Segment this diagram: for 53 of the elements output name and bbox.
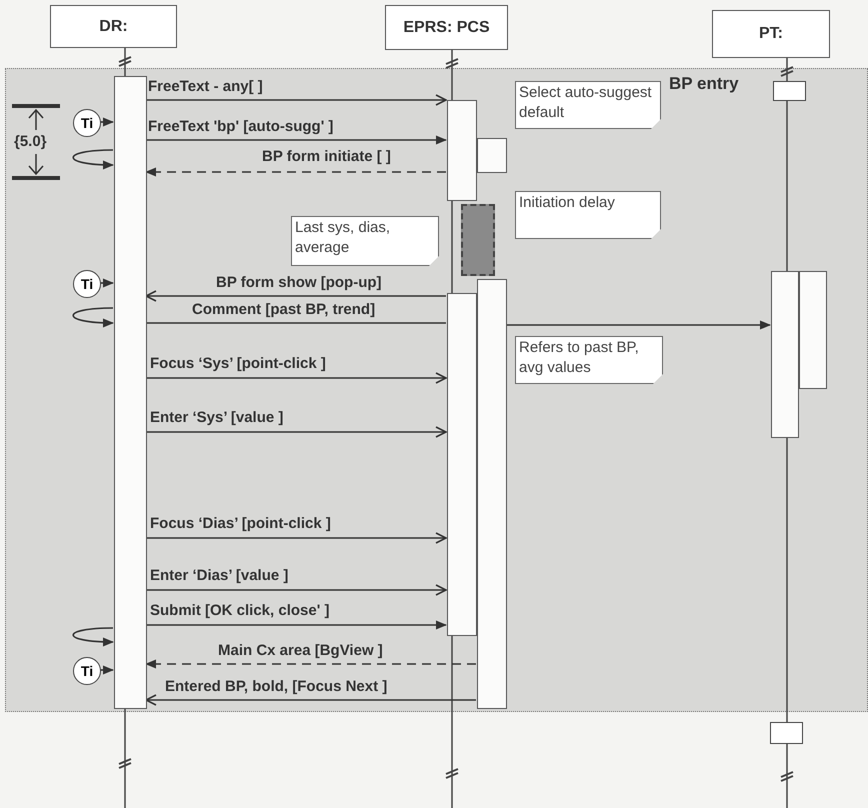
frame-box — [5, 68, 868, 712]
activation-bar — [447, 293, 477, 636]
activation-box — [770, 722, 803, 744]
activation-bar — [477, 138, 507, 173]
message-label: Comment [past BP, trend] — [192, 301, 376, 318]
activation-bar — [447, 100, 477, 201]
message-label: Main Cx area [BgView ] — [218, 642, 383, 659]
timer-circle: Ti — [73, 109, 101, 137]
activation-bar — [799, 271, 827, 389]
activation-bar — [477, 279, 507, 709]
note-box: Initiation delay — [515, 191, 661, 239]
delay-bar — [461, 204, 495, 276]
activation-bar — [771, 271, 799, 438]
message-label: FreeText 'bp' [auto-sugg' ] — [148, 118, 334, 135]
message-label: BP form initiate [ ] — [262, 148, 391, 165]
arrow — [72, 307, 114, 328]
arrow — [146, 372, 447, 384]
arrow — [146, 584, 447, 596]
activation-bar — [114, 76, 147, 709]
message-label: Enter ‘Sys’ [value ] — [150, 409, 284, 426]
arrow — [146, 532, 447, 544]
arrow — [72, 149, 114, 170]
arrow — [100, 665, 114, 675]
arrow — [72, 627, 114, 646]
dashed-arrow — [145, 659, 476, 669]
activation-box — [773, 81, 806, 101]
arrow — [146, 135, 447, 145]
arrow — [146, 94, 447, 106]
message-label: Focus ‘Dias’ [point-click ] — [150, 515, 331, 532]
note-box: Refers to past BP, avg values — [515, 336, 663, 384]
message-label: Focus ‘Sys’ [point-click ] — [150, 355, 326, 372]
arrow — [146, 426, 447, 438]
arrow — [506, 320, 771, 330]
note-box: Last sys, dias, average — [291, 216, 439, 266]
dashed-arrow — [145, 167, 446, 177]
arrow — [145, 290, 446, 302]
message-label: FreeText - any[ ] — [148, 78, 263, 95]
message-label: Entered BP, bold, [Focus Next ] — [165, 678, 388, 695]
arrow — [100, 117, 114, 127]
message-label: BP form show [pop-up] — [216, 274, 382, 291]
arrow — [146, 620, 447, 630]
lifeline-header: EPRS: PCS — [385, 5, 508, 50]
message-label: Enter ‘Dias’ [value ] — [150, 567, 288, 584]
duration-label: {5.0} — [14, 133, 47, 150]
lifeline-header: PT: — [712, 10, 830, 58]
arrow — [100, 278, 114, 288]
note-box: Select auto-suggest default — [515, 81, 661, 129]
timer-circle: Ti — [73, 270, 101, 298]
frame-title: BP entry — [669, 74, 739, 94]
timer-circle: Ti — [73, 657, 101, 685]
message-label: Submit [OK click, close' ] — [150, 602, 330, 619]
lifeline-header: DR: — [50, 5, 177, 48]
arrow — [145, 694, 476, 706]
